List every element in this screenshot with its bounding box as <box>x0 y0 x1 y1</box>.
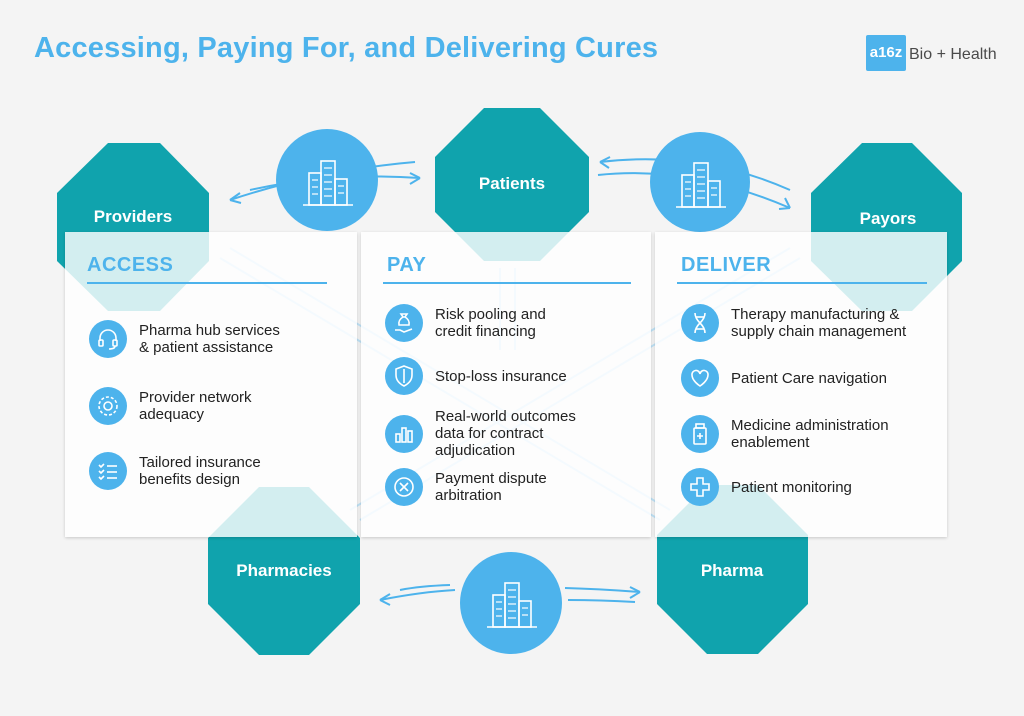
pay-item-text: Real-world outcomes data for contract ad… <box>435 408 576 459</box>
heart-icon <box>681 359 719 397</box>
pay-divider <box>383 282 631 284</box>
pay-item-text: Stop-loss insurance <box>435 367 567 385</box>
access-item: Pharma hub services & patient assistance <box>89 320 280 358</box>
building-circle-bottom <box>460 552 562 654</box>
headset-icon <box>89 320 127 358</box>
pay-heading: PAY <box>387 254 427 276</box>
access-heading: ACCESS <box>87 254 174 276</box>
patients-node <box>435 108 589 261</box>
pay-item-text: Payment dispute arbitration <box>435 470 547 504</box>
cross-circle-icon <box>385 468 423 506</box>
money-bag-hand-icon <box>385 304 423 342</box>
access-item-text: Tailored insurance benefits design <box>139 454 261 488</box>
logo-mark: a16z <box>866 35 906 71</box>
bottom-arrows <box>379 584 641 606</box>
deliver-item-text: Patient Care navigation <box>731 369 887 387</box>
access-divider <box>87 282 327 284</box>
deliver-item-text: Therapy manufacturing & supply chain man… <box>731 306 907 340</box>
access-item: Tailored insurance benefits design <box>89 452 261 490</box>
a16z-logo: a16z Bio + Health <box>866 30 997 71</box>
building-circle-top-right <box>650 132 750 232</box>
pay-panel: PAY Risk pooling and credit financing St… <box>361 232 651 537</box>
deliver-item: Patient Care navigation <box>681 359 887 397</box>
providers-label: Providers <box>93 207 173 226</box>
access-item-text: Pharma hub services & patient assistance <box>139 322 280 356</box>
pay-item: Real-world outcomes data for contract ad… <box>385 408 576 459</box>
deliver-item: Patient monitoring <box>681 468 852 506</box>
building-circle-top-left <box>276 129 378 231</box>
access-panel: ACCESS Pharma hub services & patient ass… <box>65 232 357 537</box>
shield-icon <box>385 357 423 395</box>
deliver-divider <box>677 282 927 284</box>
deliver-item: Therapy manufacturing & supply chain man… <box>681 304 906 342</box>
deliver-heading: DELIVER <box>681 254 772 276</box>
patients-label: Patients <box>478 174 546 193</box>
page-title: Accessing, Paying For, and Delivering Cu… <box>34 32 659 64</box>
deliver-panel: DELIVER Therapy manufacturing & supply c… <box>655 232 947 537</box>
bar-chart-icon <box>385 414 423 453</box>
logo-text: Bio + Health <box>909 46 997 63</box>
dna-icon <box>681 304 719 342</box>
payors-label: Payors <box>859 209 917 228</box>
pay-item: Stop-loss insurance <box>385 357 567 395</box>
medical-cross-icon <box>681 468 719 506</box>
checklist-icon <box>89 452 127 490</box>
deliver-item-text: Patient monitoring <box>731 478 852 496</box>
deliver-item-text: Medicine administration enablement <box>731 417 889 451</box>
pharmacies-label: Pharmacies <box>236 561 332 580</box>
pay-item: Payment dispute arbitration <box>385 468 547 506</box>
pay-item: Risk pooling and credit financing <box>385 304 546 342</box>
pharma-label: Pharma <box>700 561 764 580</box>
network-gear-icon <box>89 387 127 425</box>
access-item: Provider network adequacy <box>89 387 252 425</box>
deliver-item: Medicine administration enablement <box>681 415 889 453</box>
access-item-text: Provider network adequacy <box>139 389 252 423</box>
pay-item-text: Risk pooling and credit financing <box>435 306 546 340</box>
medicine-bottle-icon <box>681 415 719 453</box>
